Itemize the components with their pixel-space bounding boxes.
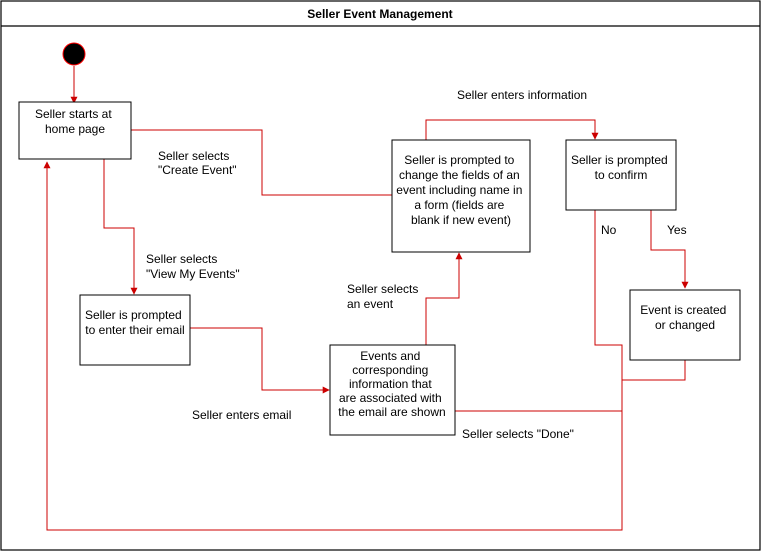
prompt-form-line: blank if new event) — [411, 213, 511, 227]
label-line: an event — [347, 297, 394, 311]
label-line: "View My Events" — [146, 267, 240, 281]
flow-created-merge — [622, 360, 686, 381]
events-box-line: the email are shown — [338, 405, 445, 419]
created-box-line: Event is created — [640, 303, 726, 317]
events-box-line: are associated with — [339, 391, 442, 405]
start-box-line: home page — [45, 122, 105, 136]
events-box — [329, 344, 456, 436]
confirm-box-line: to confirm — [595, 168, 648, 182]
initial-node — [62, 42, 86, 66]
events-box-text: Events and corresponding information tha… — [338, 349, 445, 419]
prompt-form-line: Seller is prompted to — [404, 153, 514, 167]
flow-lines — [43, 66, 689, 531]
confirm-box-line: Seller is prompted — [571, 153, 668, 167]
events-box-line: information that — [349, 377, 432, 391]
prompt-form-line: change the fields of an — [399, 168, 520, 182]
flow-enters-email — [190, 327, 330, 394]
prompt-form-box — [391, 139, 531, 253]
flow-return-home — [43, 161, 623, 531]
label-view-my-events: Seller selects "View My Events" — [146, 252, 240, 281]
prompt-form-text: Seller is prompted to change the fields … — [396, 153, 525, 227]
flow-enters-info — [425, 119, 599, 140]
email-box-line: Seller is prompted — [85, 308, 182, 322]
diagram-title: Seller Event Management — [307, 7, 452, 21]
label-line: Seller selects — [347, 282, 418, 296]
flow-no — [594, 210, 623, 380]
label-line: Seller selects — [158, 149, 229, 163]
label-line: Seller enters information — [457, 88, 587, 102]
confirm-box — [565, 139, 677, 211]
label-line: No — [601, 223, 617, 237]
created-box-text: Event is created or changed — [640, 303, 729, 332]
flow-create-event — [131, 129, 392, 196]
start-box-line: Seller starts at — [35, 107, 112, 121]
label-line: Seller selects "Done" — [462, 427, 574, 441]
email-box-line: to enter their email — [85, 323, 184, 337]
flow-yes — [650, 210, 689, 289]
label-line: Yes — [667, 223, 687, 237]
flow-view-events — [103, 159, 138, 295]
label-no: No — [601, 223, 617, 237]
start-box-text: Seller starts at home page — [35, 107, 115, 136]
start-box — [18, 101, 132, 160]
events-box-line: corresponding — [352, 363, 428, 377]
events-box-line: Events and — [360, 349, 420, 363]
flow-select-event — [425, 252, 463, 345]
created-box — [629, 289, 741, 361]
label-yes: Yes — [667, 223, 687, 237]
created-box-line: or changed — [655, 318, 715, 332]
state-boxes — [18, 101, 741, 436]
label-enters-information: Seller enters information — [457, 88, 587, 102]
confirm-box-text: Seller is prompted to confirm — [571, 153, 671, 182]
label-enters-email: Seller enters email — [192, 408, 291, 422]
prompt-form-line: event including name in — [396, 183, 522, 197]
label-select-event: Seller selects an event — [347, 282, 422, 311]
label-line: Seller selects — [146, 252, 217, 266]
label-selects-done: Seller selects "Done" — [462, 427, 574, 441]
email-box — [79, 294, 191, 366]
email-box-text: Seller is prompted to enter their email — [85, 308, 185, 337]
label-create-event: Seller selects "Create Event" — [158, 149, 237, 177]
label-line: Seller enters email — [192, 408, 291, 422]
label-line: "Create Event" — [158, 163, 237, 177]
prompt-form-line: a form (fields are — [414, 198, 504, 212]
